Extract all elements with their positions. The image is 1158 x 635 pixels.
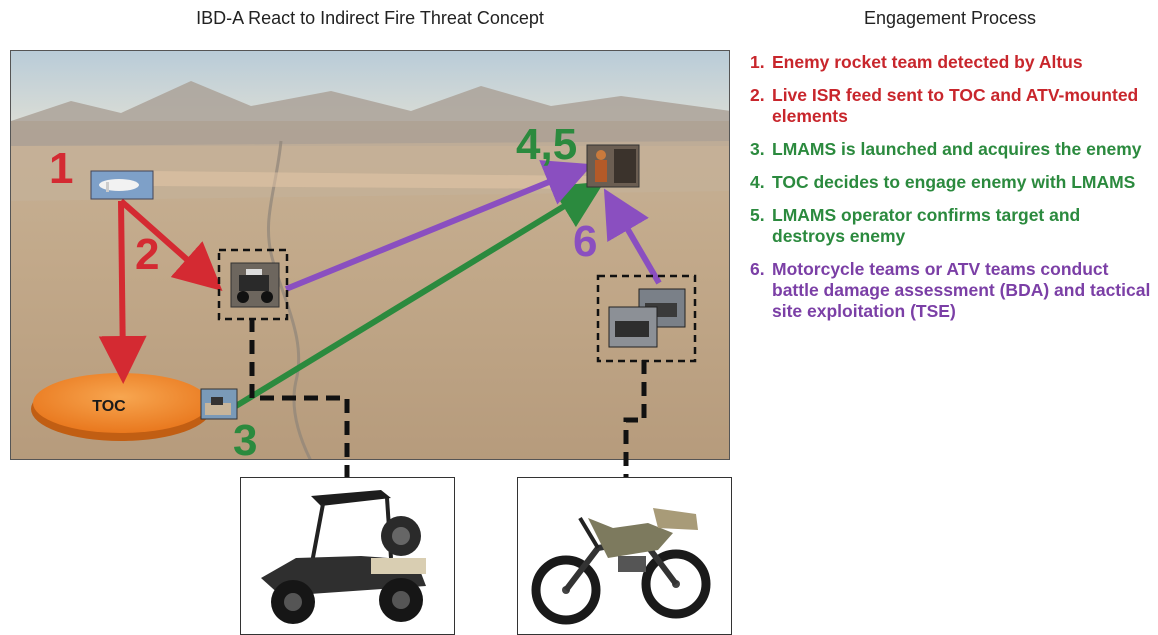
atv-photo — [241, 478, 454, 634]
diagram-title: IBD-A React to Indirect Fire Threat Conc… — [196, 8, 544, 28]
step-text: LMAMS operator confirms target and destr… — [772, 205, 1081, 246]
step-text: Enemy rocket team detected by Altus — [772, 52, 1083, 72]
map-canvas: TOC — [11, 51, 729, 460]
marker-6: 6 — [573, 217, 597, 266]
motorcycle-photo — [518, 478, 731, 634]
atv-photo-panel — [240, 477, 455, 635]
step-text: LMAMS is launched and acquires the enemy — [772, 139, 1142, 159]
concept-map: TOC — [10, 50, 730, 460]
atv-thumbnail-icon — [230, 262, 280, 308]
marker-4-5: 4,5 — [516, 120, 577, 169]
step-text: Live ISR feed sent to TOC and ATV-mounte… — [772, 85, 1139, 126]
step-number: 5. — [750, 205, 765, 225]
moto-selection-box — [596, 274, 697, 363]
arrow-uav-to-toc — [98, 200, 147, 384]
step-item-4: 4. TOC decides to engage enemy with LMAM… — [750, 172, 1155, 193]
arrow-uav-to-atv — [119, 198, 223, 291]
process-title: Engagement Process — [863, 8, 1037, 28]
step-number: 1. — [750, 52, 765, 72]
toc-area — [33, 373, 209, 433]
step-item-5: 5. LMAMS operator confirms target and de… — [750, 205, 1155, 247]
marker-1: 1 — [49, 144, 73, 193]
motorcycle-photo-panel — [517, 477, 732, 635]
step-item-2: 2. Live ISR feed sent to TOC and ATV-mou… — [750, 85, 1155, 127]
sensor-beam — [151, 171, 591, 189]
mountain-range — [11, 81, 729, 146]
engagement-steps-list: 1. Enemy rocket team detected by Altus 2… — [750, 52, 1155, 334]
step-text: Motorcycle teams or ATV teams conduct ba… — [772, 259, 1151, 321]
step-number: 2. — [750, 85, 765, 105]
step-item-6: 6. Motorcycle teams or ATV teams conduct… — [750, 259, 1155, 322]
step-item-3: 3. LMAMS is launched and acquires the en… — [750, 139, 1155, 160]
step-number: 6. — [750, 259, 765, 279]
marker-3: 3 — [233, 416, 257, 460]
arrow-moto-to-enemy — [603, 188, 662, 285]
arrow-atv-to-enemy — [284, 160, 593, 292]
enemy-rocket-team-icon — [586, 144, 640, 188]
marker-2: 2 — [135, 230, 159, 279]
step-text: TOC decides to engage enemy with LMAMS — [772, 172, 1136, 192]
toc-label: TOC — [92, 398, 126, 415]
step-number: 4. — [750, 172, 765, 192]
motorcycle-atv-thumbnail-icon — [608, 288, 686, 348]
step-item-1: 1. Enemy rocket team detected by Altus — [750, 52, 1155, 73]
toc-lmams-thumbnail-icon — [200, 388, 238, 420]
step-number: 3. — [750, 139, 765, 159]
altus-uav-icon — [90, 170, 154, 200]
